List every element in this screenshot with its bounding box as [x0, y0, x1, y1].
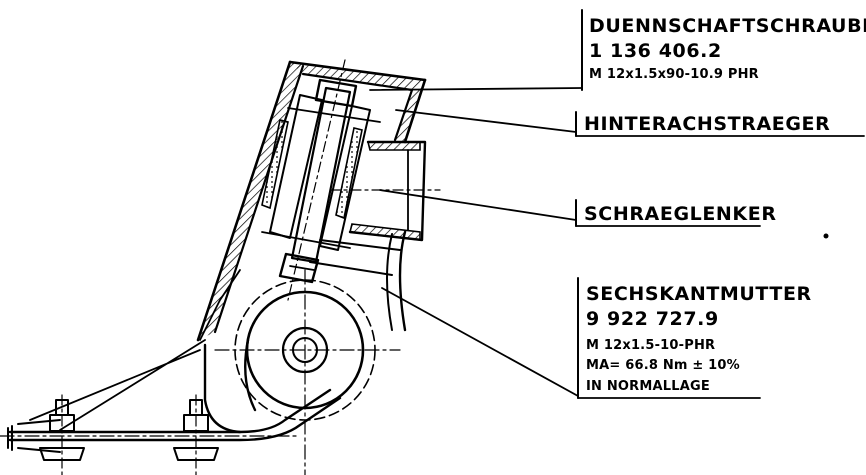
carrier-name: HINTERACHSTRAEGER	[584, 113, 830, 135]
leader-lines	[369, 9, 865, 399]
bolt-name: DUENNSCHAFTSCHRAUBE	[589, 15, 866, 37]
bolt-part-number: 1 136 406.2	[589, 40, 722, 62]
label-link: SCHRAEGLENKER	[584, 203, 777, 225]
base-bolt-left	[39, 394, 85, 475]
nut-torque: MA= 66.8 Nm ± 10%	[586, 358, 740, 373]
nut-part-number: 9 922 727.9	[586, 308, 719, 330]
dot-mark	[823, 233, 829, 239]
label-nut: SECHSKANTMUTTER 9 922 727.9 M 12x1.5-10-…	[586, 283, 812, 394]
base-bolt-right	[173, 394, 219, 475]
link-arm	[329, 140, 441, 242]
link-name: SCHRAEGLENKER	[584, 203, 777, 225]
nut-spec: M 12x1.5-10-PHR	[586, 338, 715, 353]
label-carrier: HINTERACHSTRAEGER	[584, 113, 830, 135]
rubber-bushing	[261, 94, 381, 251]
shaft-bolt	[278, 59, 358, 301]
nut-position: IN NORMALLAGE	[586, 379, 710, 394]
nut-name: SECHSKANTMUTTER	[586, 283, 812, 305]
housing	[196, 60, 427, 342]
pivot-eye	[203, 269, 401, 475]
bolt-spec: M 12x1.5x90-10.9 PHR	[589, 67, 759, 82]
label-bolt: DUENNSCHAFTSCHRAUBE 1 136 406.2 M 12x1.5…	[589, 15, 866, 82]
